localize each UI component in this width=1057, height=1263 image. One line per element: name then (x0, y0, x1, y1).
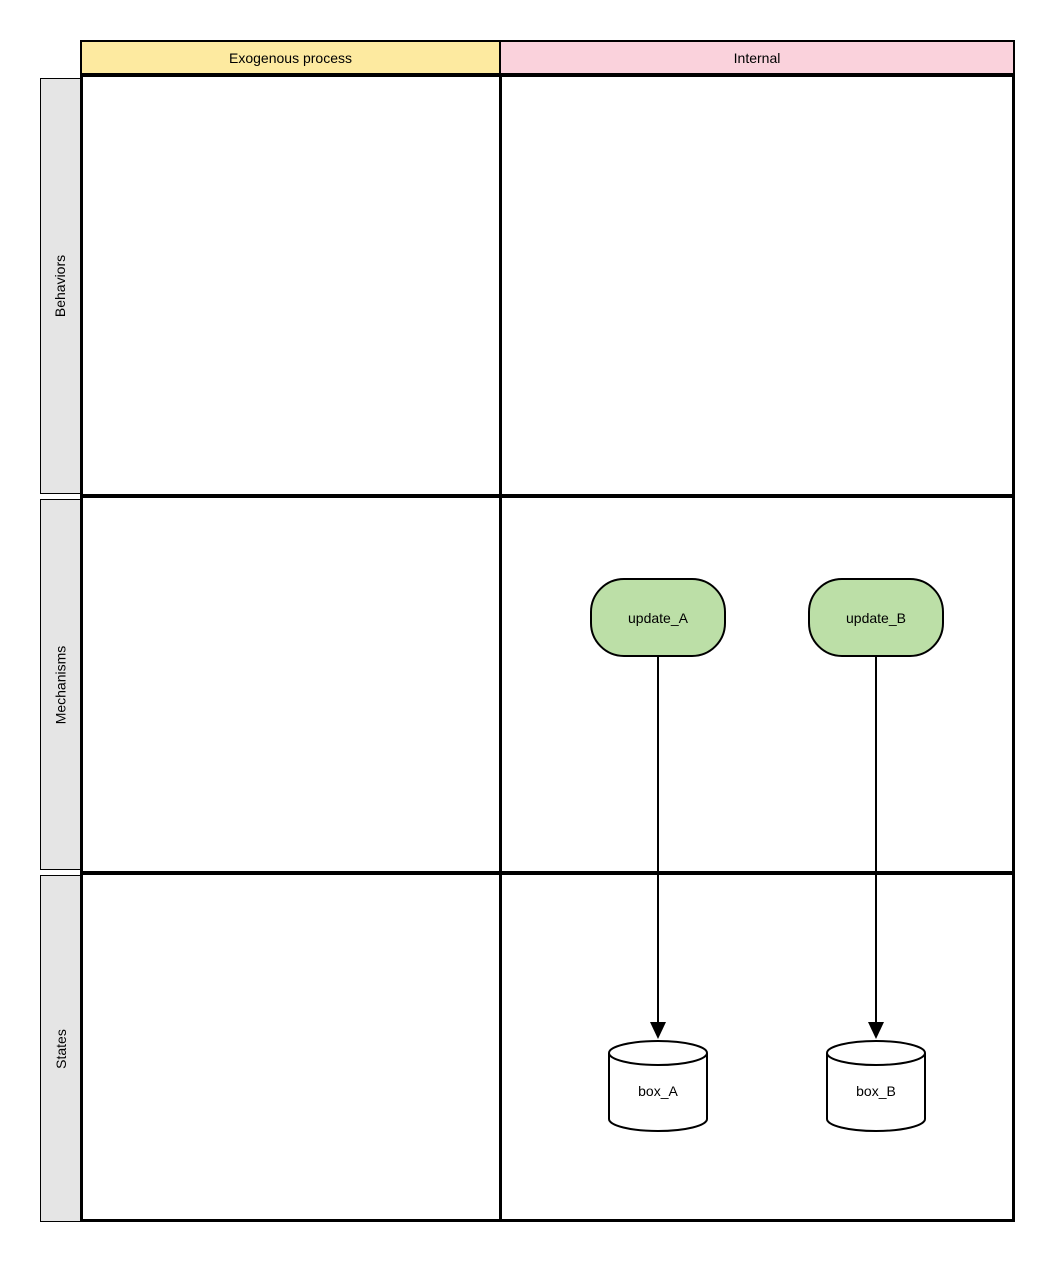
process-node-update-b-label: update_B (846, 609, 906, 626)
datastore-node-box-b[interactable]: box_B (826, 1040, 926, 1132)
arrowhead-update-b-to-box-b (868, 1022, 884, 1039)
grid-row-divider-behaviors-mechanisms (80, 494, 1015, 498)
arrow-shaft-update-b-to-box-b (875, 657, 877, 1023)
cylinder-shape: box_A (608, 1040, 708, 1132)
process-node-update-a[interactable]: update_A (590, 578, 726, 657)
column-header-internal: Internal (499, 40, 1015, 75)
datastore-node-box-a[interactable]: box_A (608, 1040, 708, 1132)
datastore-node-box-b-label: box_B (856, 1083, 896, 1099)
grid-column-divider (499, 74, 502, 1222)
row-header-mechanisms-label: Mechanisms (52, 645, 69, 724)
column-header-internal-label: Internal (733, 49, 781, 66)
cylinder-shape: box_B (826, 1040, 926, 1132)
arrowhead-update-a-to-box-a (650, 1022, 666, 1039)
grid-row-divider-mechanisms-states (80, 871, 1015, 875)
row-header-mechanisms: Mechanisms (40, 499, 81, 870)
row-header-behaviors: Behaviors (40, 78, 81, 494)
row-header-states: States (40, 875, 81, 1222)
arrow-shaft-update-a-to-box-a (657, 657, 659, 1023)
datastore-node-box-a-label: box_A (638, 1083, 678, 1099)
column-header-exogenous-process-label: Exogenous process (229, 49, 352, 66)
column-header-exogenous-process: Exogenous process (80, 40, 501, 75)
row-header-states-label: States (52, 1028, 69, 1069)
process-node-update-b[interactable]: update_B (808, 578, 944, 657)
row-header-behaviors-label: Behaviors (52, 254, 69, 318)
process-node-update-a-label: update_A (628, 609, 688, 626)
